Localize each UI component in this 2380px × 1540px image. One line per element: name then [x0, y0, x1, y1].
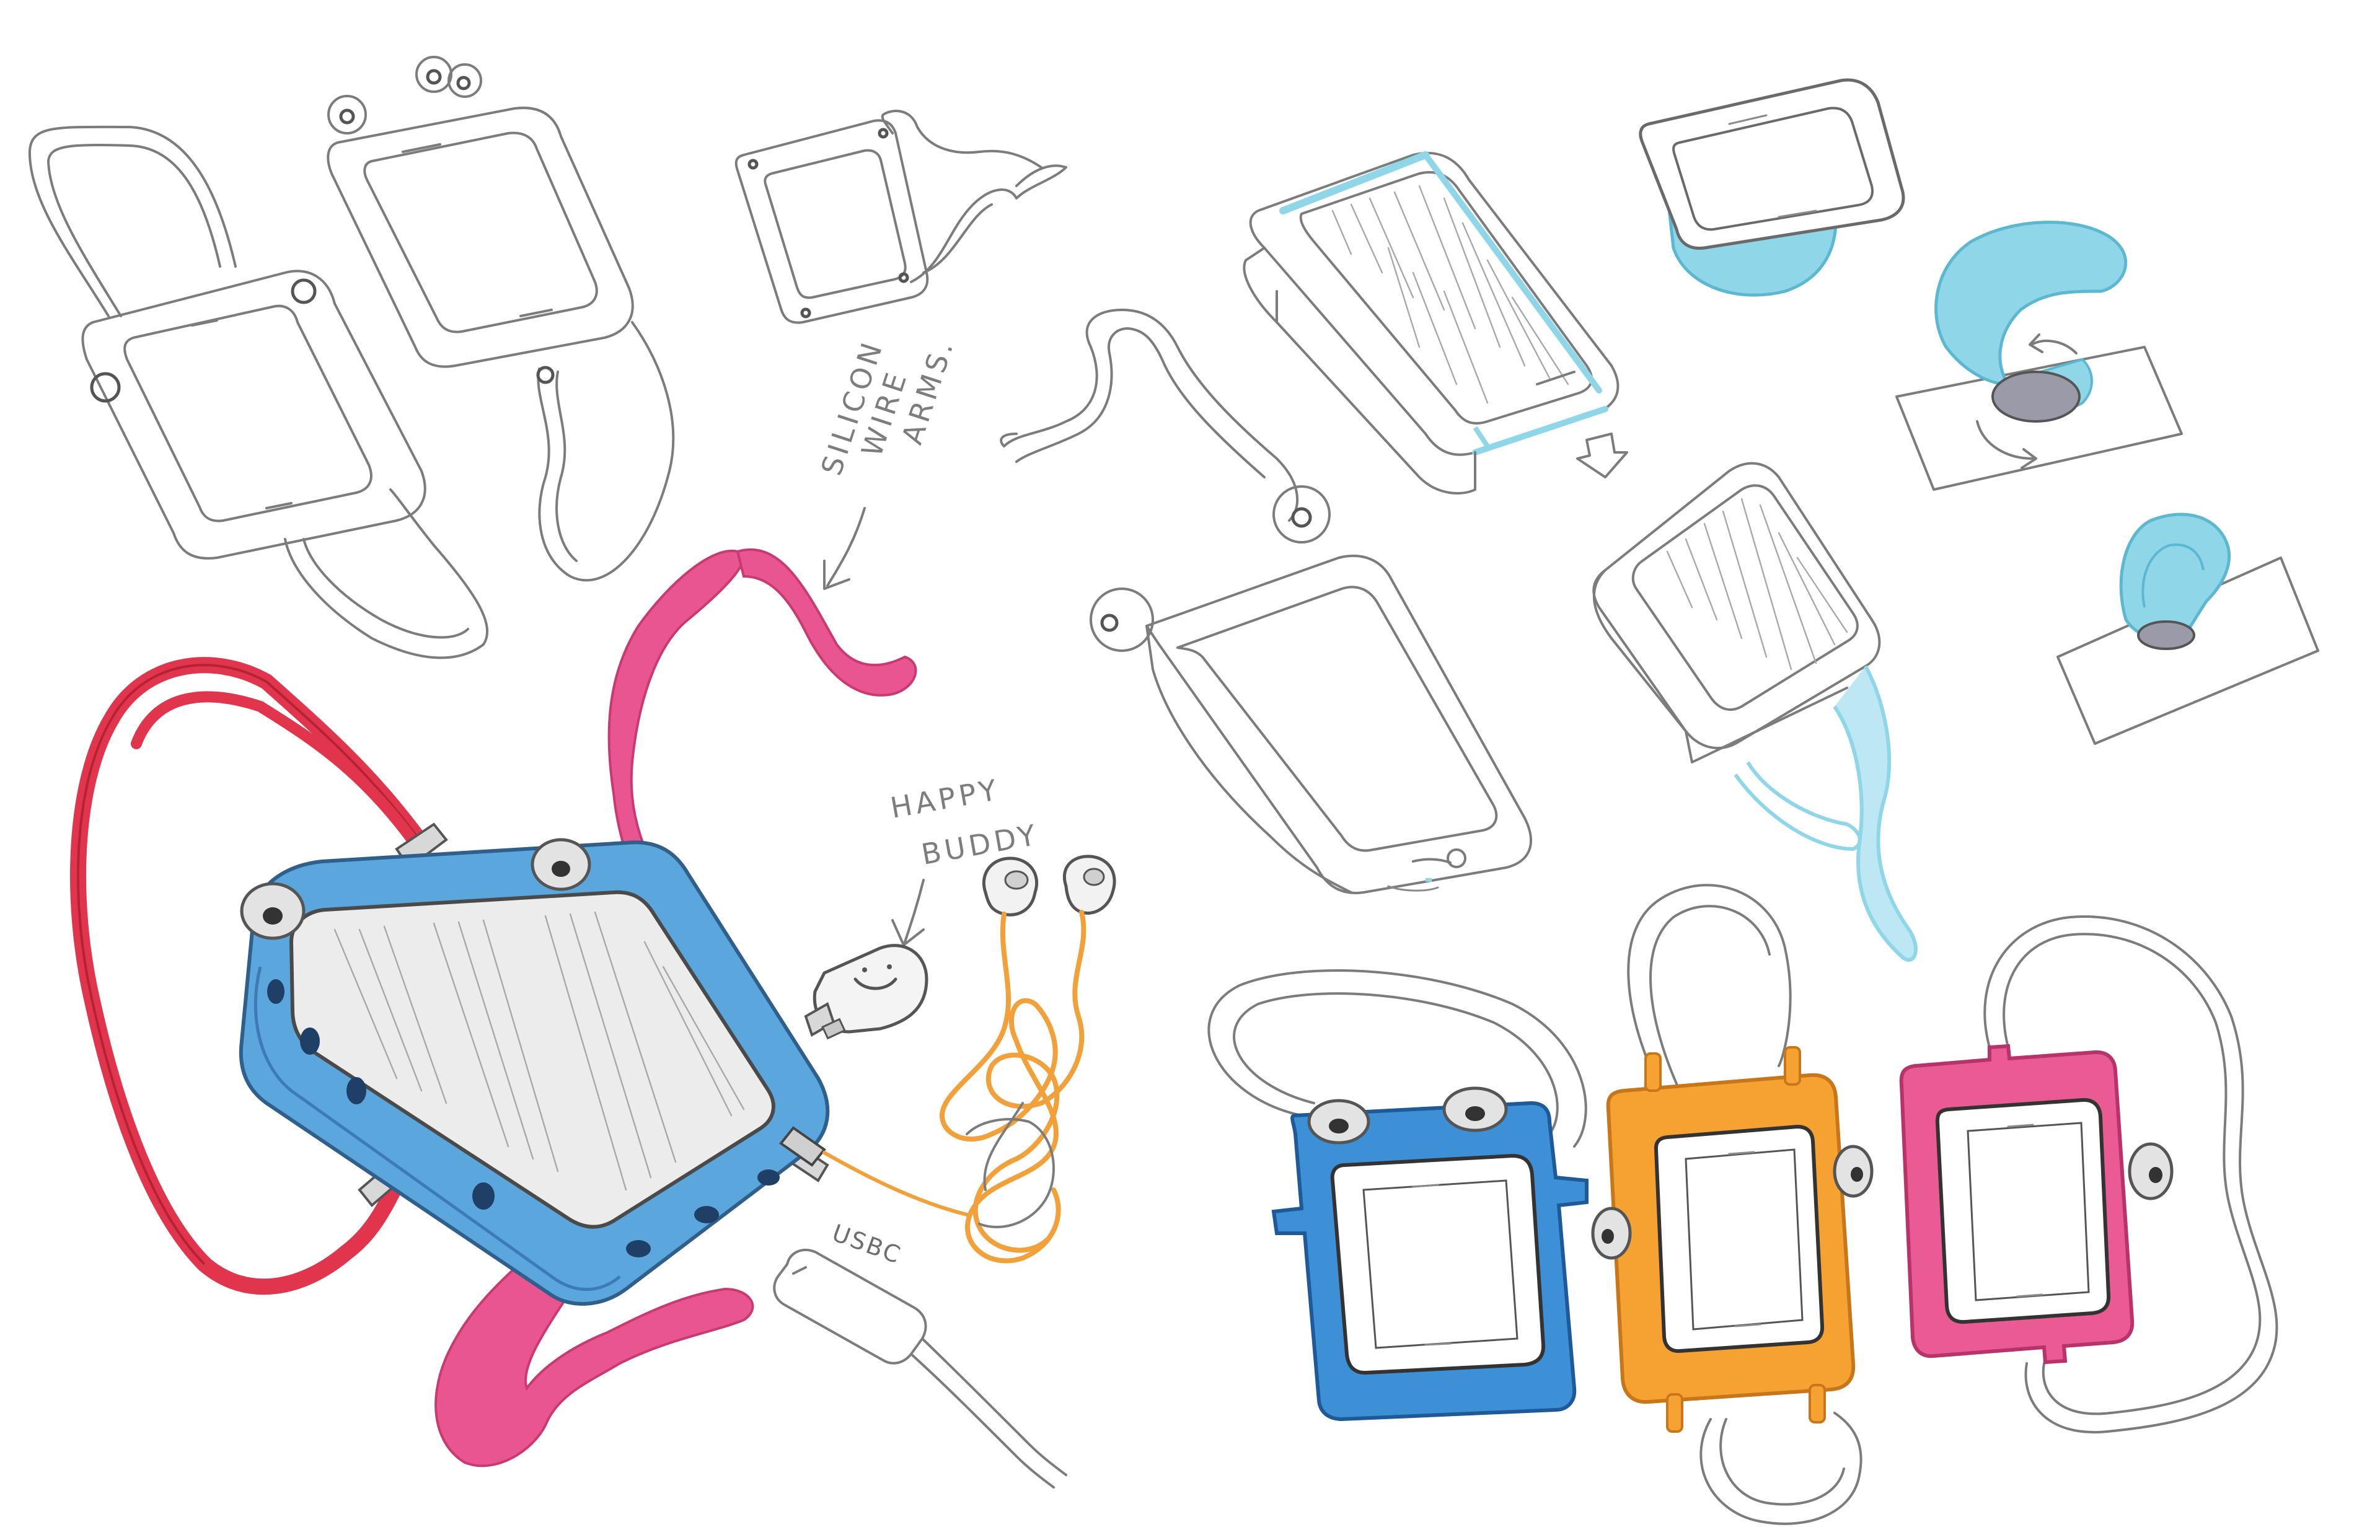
sketch-case-band-transformed: [1592, 462, 1918, 962]
case-eye-right: [531, 838, 591, 891]
blue-frame-case-concept: [1207, 969, 1589, 1422]
sketch-small-frame-with-cord: [734, 110, 1067, 324]
orange-frame-case-concept: [1591, 884, 1874, 1525]
arrow-down-left-icon: [823, 507, 866, 590]
sketch-case-with-band: [1243, 151, 1620, 495]
happy-buddy-charger-plug: [804, 944, 928, 1040]
pink-frame-case-concept: [1899, 915, 2278, 1434]
case-screen-hatching: [333, 911, 745, 1191]
case-eye-left: [240, 882, 306, 940]
sketch-case-with-eyes-and-cord: [327, 56, 675, 582]
sketch-case-on-cord: [1000, 309, 1532, 894]
annotation-happy: HAPPY: [888, 773, 1003, 825]
sketch-case-with-loop-strap: [28, 125, 489, 659]
earbuds-with-orange-cord: [822, 855, 1116, 1264]
main-case-concept: [70, 548, 917, 1467]
pink-silicon-arm-bottom: [434, 1238, 754, 1467]
arrow-down-left-icon: [891, 879, 925, 946]
sketch-band-rotating-stand: [1895, 221, 2183, 491]
annotation-silicon-wire-arms: SILICON WIRE ARMS.: [814, 333, 961, 590]
red-strap-loop-inner: [131, 691, 418, 845]
annotation-usbc: USBC: [829, 1219, 906, 1269]
transformed-screen-hatching: [1666, 498, 1848, 671]
sketch-band-on-phone: [1639, 78, 1905, 297]
sketch-band-upright-stand: [2056, 513, 2319, 745]
arrow-down-icon: [1576, 433, 1628, 478]
pink-silicon-arm-top-tail: [736, 548, 917, 697]
band-screen-hatching: [1331, 185, 1569, 404]
rotate-icon: [1976, 333, 2078, 469]
